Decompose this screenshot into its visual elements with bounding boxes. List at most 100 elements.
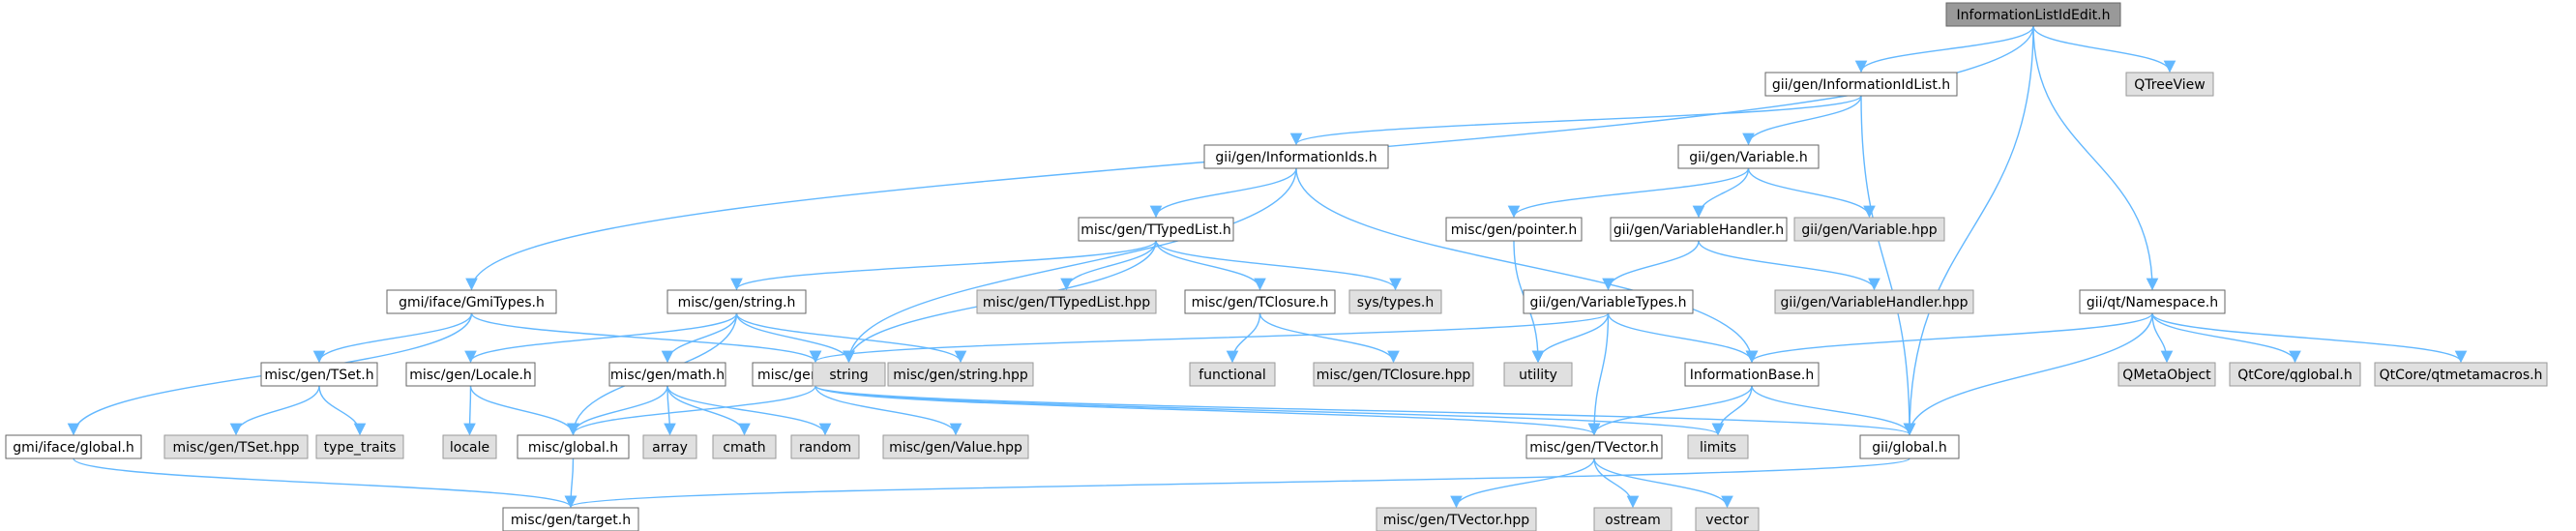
edge-misc-gen-locale-h-to-locale bbox=[463, 385, 476, 436]
node-box bbox=[790, 434, 860, 459]
node-label: limits bbox=[1700, 440, 1736, 456]
node-misc-gen-tset-h[interactable]: misc/gen/TSet.h bbox=[260, 362, 378, 387]
node-box bbox=[517, 434, 630, 459]
node-box bbox=[1313, 362, 1474, 387]
node-label: misc/gen/Locale.h bbox=[409, 368, 532, 383]
node-label: InformationListIdEdit.h bbox=[1957, 8, 2111, 23]
edge-gii-gen-informationidlist-h-to-gii-gen-variable-h bbox=[1742, 95, 1862, 146]
node-label: misc/gen/TSet.h bbox=[264, 368, 373, 383]
node-misc-gen-tclosure-h[interactable]: misc/gen/TClosure.h bbox=[1184, 289, 1336, 314]
edge-misc-gen-math-h-to-array bbox=[664, 385, 676, 436]
node-gii-gen-variabletypes-h[interactable]: gii/gen/VariableTypes.h bbox=[1523, 289, 1694, 314]
node-label: misc/gen/Value.hpp bbox=[889, 440, 1022, 456]
node-misc-gen-tclosure-hpp: misc/gen/TClosure.hpp bbox=[1313, 362, 1474, 387]
node-informationlistidedit-h[interactable]: InformationListIdEdit.h bbox=[1945, 2, 2121, 27]
node-sys-types-h: sys/types.h bbox=[1348, 289, 1442, 314]
node-label: misc/gen/TVector.h bbox=[1529, 440, 1659, 456]
edge-misc-global-h-to-misc-gen-target-h bbox=[564, 457, 577, 509]
edge-gii-gen-variablehandler-h-to-gii-gen-variablehandler-hpp bbox=[1698, 240, 1880, 291]
node-box bbox=[1945, 2, 2121, 27]
edge-misc-gen-value-h-to-misc-global-h bbox=[567, 385, 816, 436]
node-label: QTreeView bbox=[2134, 77, 2205, 93]
node-gii-qt-namespace-h[interactable]: gii/qt/Namespace.h bbox=[2079, 289, 2226, 314]
edge-gii-gen-variable-h-to-gii-gen-variable-hpp bbox=[1747, 167, 1876, 219]
node-box bbox=[2079, 289, 2226, 314]
node-label: functional bbox=[1199, 368, 1266, 383]
node-box bbox=[163, 434, 309, 459]
node-misc-gen-pointer-h[interactable]: misc/gen/pointer.h bbox=[1445, 217, 1583, 242]
edge-misc-gen-value-h-to-gii-global-h bbox=[814, 385, 1915, 436]
node-label: gii/qt/Namespace.h bbox=[2087, 295, 2218, 310]
node-box bbox=[1189, 362, 1276, 387]
node-label: sys/types.h bbox=[1357, 295, 1434, 310]
node-label: type_traits bbox=[324, 440, 397, 456]
node-box bbox=[1684, 362, 1820, 387]
node-label: gii/gen/InformationIdList.h bbox=[1772, 77, 1950, 93]
edge-gmi-iface-global-h-to-misc-gen-target-h bbox=[73, 457, 577, 509]
node-label: misc/gen/TClosure.h bbox=[1192, 295, 1329, 310]
node-vector: vector bbox=[1695, 507, 1760, 531]
edge-informationbase-h-to-gii-global-h bbox=[1751, 385, 1916, 436]
node-label: misc/gen/string.hpp bbox=[893, 368, 1028, 383]
node-gmi-iface-gmitypes-h[interactable]: gmi/iface/GmiTypes.h bbox=[386, 289, 557, 314]
edge-misc-gen-tset-h-to-type-traits bbox=[318, 385, 367, 436]
node-label: misc/gen/TClosure.hpp bbox=[1317, 368, 1471, 383]
node-misc-gen-math-h[interactable]: misc/gen/math.h bbox=[608, 362, 726, 387]
edge-gii-gen-variable-h-to-misc-gen-pointer-h bbox=[1507, 167, 1750, 219]
node-box bbox=[608, 362, 726, 387]
node-box bbox=[1695, 507, 1760, 531]
node-gii-global-h[interactable]: gii/global.h bbox=[1859, 434, 1960, 459]
node-misc-gen-tvector-h[interactable]: misc/gen/TVector.h bbox=[1525, 434, 1663, 459]
node-gii-gen-variablehandler-h[interactable]: gii/gen/VariableHandler.h bbox=[1610, 217, 1788, 242]
node-label: cmath bbox=[723, 440, 765, 456]
edge-gii-gen-informationidlist-h-to-gii-gen-informationids-h bbox=[1289, 95, 1862, 146]
node-qmetaobject: QMetaObject bbox=[2117, 362, 2216, 387]
node-label: gii/gen/Variable.h bbox=[1689, 150, 1807, 165]
node-box bbox=[1593, 507, 1673, 531]
node-misc-gen-target-h[interactable]: misc/gen/target.h bbox=[502, 507, 639, 531]
edge-gii-gen-variable-h-to-gii-gen-variablehandler-h bbox=[1692, 167, 1750, 219]
edge-gii-gen-informationids-h-to-string bbox=[843, 167, 1297, 364]
node-gii-gen-variable-h[interactable]: gii/gen/Variable.h bbox=[1677, 144, 1820, 169]
node-box bbox=[1078, 217, 1234, 242]
node-gii-gen-informationids-h[interactable]: gii/gen/InformationIds.h bbox=[1203, 144, 1389, 169]
node-label: misc/global.h bbox=[528, 440, 618, 456]
node-random: random bbox=[790, 434, 860, 459]
node-label: QMetaObject bbox=[2122, 368, 2211, 383]
node-informationbase-h[interactable]: InformationBase.h bbox=[1684, 362, 1820, 387]
node-label: QtCore/qglobal.h bbox=[2237, 368, 2353, 383]
node-qtcore-qtmetamacros-h: QtCore/qtmetamacros.h bbox=[2374, 362, 2548, 387]
edge-informationlistidedit-h-to-qtreeview bbox=[2032, 25, 2176, 74]
node-gii-gen-informationidlist-h[interactable]: gii/gen/InformationIdList.h bbox=[1764, 72, 1958, 97]
node-box bbox=[1523, 289, 1694, 314]
node-box bbox=[5, 434, 142, 459]
node-box bbox=[2125, 72, 2214, 97]
node-misc-global-h[interactable]: misc/global.h bbox=[517, 434, 630, 459]
node-box bbox=[666, 289, 807, 314]
node-misc-gen-ttypedlist-hpp: misc/gen/TTypedList.hpp bbox=[976, 289, 1157, 314]
node-misc-gen-locale-h[interactable]: misc/gen/Locale.h bbox=[405, 362, 536, 387]
edge-gii-qt-namespace-h-to-informationbase-h bbox=[1745, 312, 2153, 364]
edge-misc-gen-string-h-to-misc-gen-locale-h bbox=[464, 312, 738, 364]
node-limits: limits bbox=[1687, 434, 1749, 459]
node-box bbox=[386, 289, 557, 314]
edge-misc-gen-tclosure-h-to-misc-gen-tclosure-hpp bbox=[1258, 312, 1400, 364]
edge-gii-qt-namespace-h-to-qmetaobject bbox=[2151, 312, 2174, 364]
node-qtcore-qglobal-h: QtCore/qglobal.h bbox=[2229, 362, 2361, 387]
node-array: array bbox=[642, 434, 697, 459]
edge-gii-qt-namespace-h-to-gii-global-h bbox=[1903, 312, 2153, 436]
node-box bbox=[2229, 362, 2361, 387]
node-functional: functional bbox=[1189, 362, 1276, 387]
node-label: utility bbox=[1519, 368, 1557, 383]
node-box bbox=[502, 507, 639, 531]
node-gmi-iface-global-h[interactable]: gmi/iface/global.h bbox=[5, 434, 142, 459]
node-misc-gen-ttypedlist-h[interactable]: misc/gen/TTypedList.h bbox=[1078, 217, 1234, 242]
node-box bbox=[1184, 289, 1336, 314]
node-box bbox=[442, 434, 497, 459]
node-box bbox=[405, 362, 536, 387]
node-misc-gen-string-h[interactable]: misc/gen/string.h bbox=[666, 289, 807, 314]
edge-misc-gen-tvector-h-to-misc-gen-tvector-hpp bbox=[1450, 457, 1595, 509]
edge-informationlistidedit-h-to-gii-gen-informationidlist-h bbox=[1854, 25, 2034, 74]
node-ostream: ostream bbox=[1593, 507, 1673, 531]
